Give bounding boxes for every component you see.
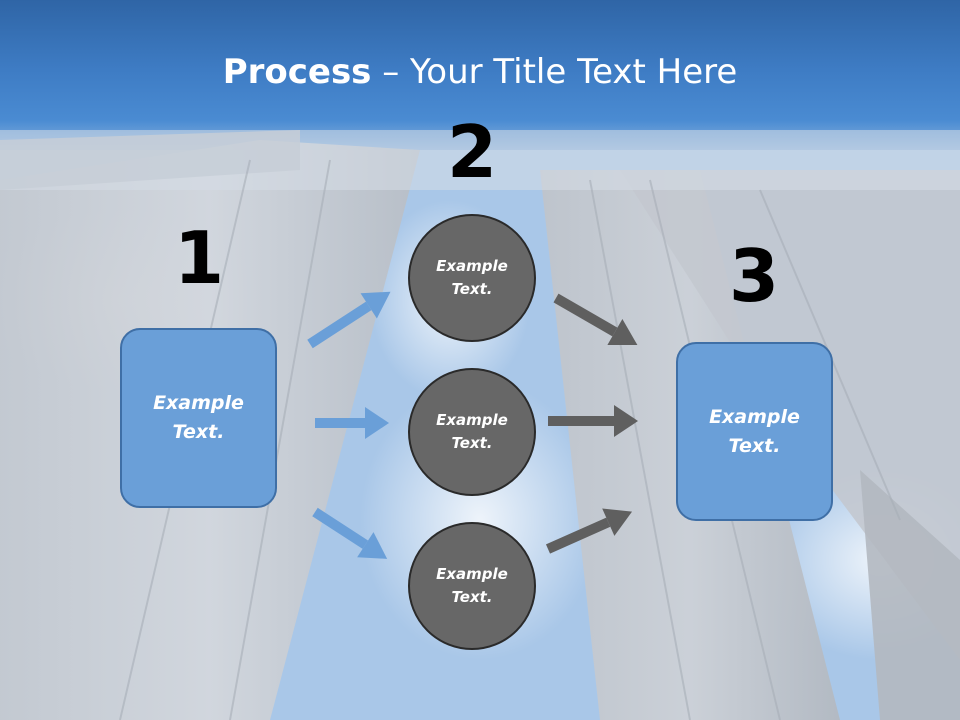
- arrow-right-down-gray-icon: [553, 293, 638, 345]
- step-1-text-line2: Text.: [172, 421, 225, 443]
- step-3-text-line1: Example: [709, 405, 800, 428]
- arrow-right-icon: [315, 407, 389, 439]
- step-3-text-line2: Text.: [728, 434, 781, 457]
- slide-title: Process – Your Title Text Here: [0, 52, 960, 92]
- arrow-right-gray-icon: [548, 405, 638, 437]
- circle-bottom-text-line2: Text.: [451, 588, 493, 606]
- circle-middle-text-line1: Example: [436, 411, 508, 429]
- circle-top-text-line1: Example: [436, 257, 508, 275]
- title-bold: Process: [222, 52, 372, 92]
- circle-bottom-text-line1: Example: [436, 565, 508, 583]
- step-number-1: 1: [173, 216, 225, 300]
- step-number-2: 2: [446, 110, 498, 194]
- circle-top-text-line2: Text.: [451, 280, 493, 298]
- arrow-right-up-icon: [307, 291, 391, 349]
- circle-middle-text-line2: Text.: [451, 434, 493, 452]
- step-number-3: 3: [728, 234, 780, 318]
- title-rest: – Your Title Text Here: [371, 52, 738, 92]
- arrow-right-up-gray-icon: [545, 508, 633, 554]
- arrow-right-down-icon: [312, 507, 388, 559]
- step-1-text-line1: Example: [153, 392, 244, 414]
